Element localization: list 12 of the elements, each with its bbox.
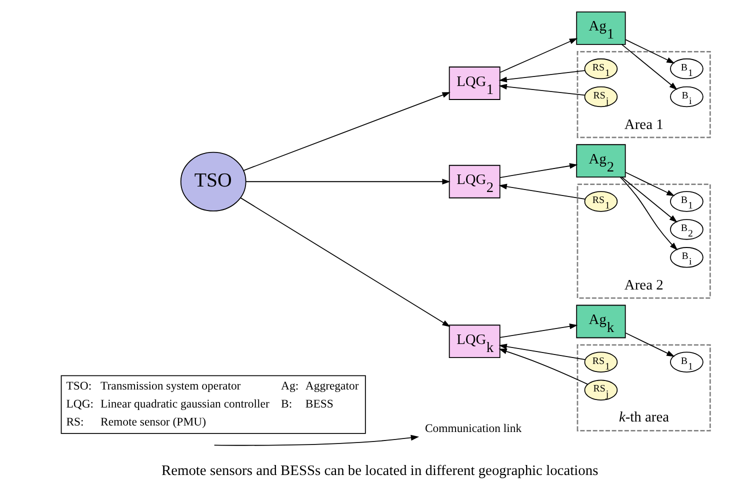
label: Transmission system operator [100,380,240,393]
label: Linear quadratic gaussian controller [100,398,269,411]
label: B: [280,398,292,411]
label: Aggregator [304,380,358,393]
label: Ag: [280,380,298,393]
label: RS: [66,416,84,429]
label: LQG: [66,398,94,411]
caption: Remote sensors and BESSs can be located in different geographic locations [160,462,598,479]
label: TSO: [66,380,92,393]
label: Remote sensor (PMU) [100,416,206,429]
legend-label: Communication link [424,422,522,435]
label: BESS [304,398,333,411]
